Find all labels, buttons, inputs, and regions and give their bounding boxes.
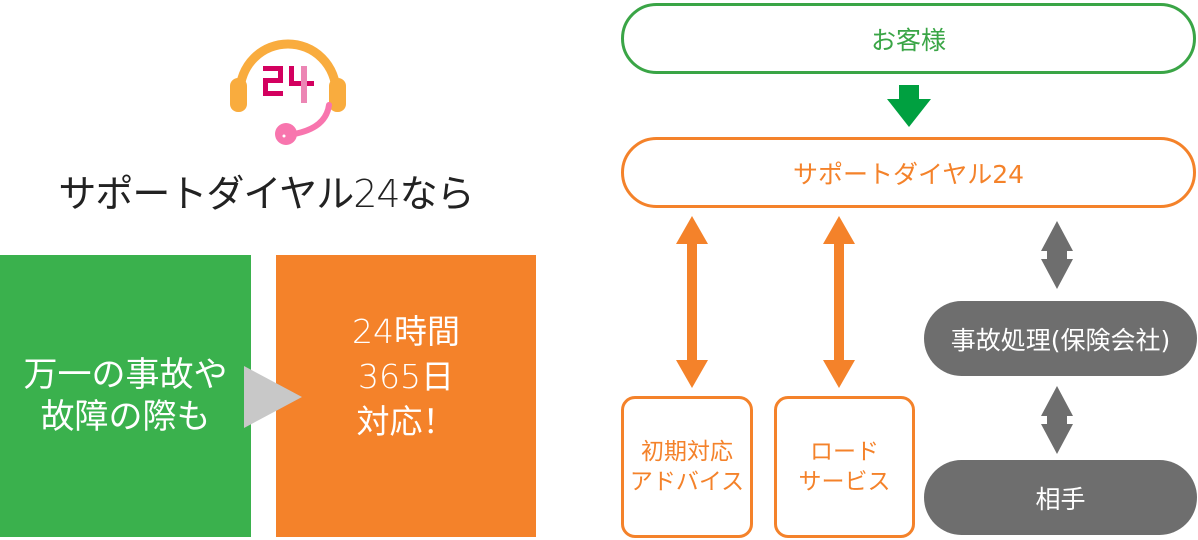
support-dial-label: サポートダイヤル24 (792, 159, 1025, 189)
counterparty-label: 相手 (1035, 484, 1086, 514)
headset-24-icon (230, 39, 346, 145)
accident-handling-label: 事故処理(保険会社) (950, 325, 1171, 355)
play-arrow-icon (244, 366, 302, 428)
service-label: ロード サービス (798, 439, 891, 495)
service-initial-advice: 初期対応 アドバイス (621, 396, 753, 538)
double-arrow-icon (1041, 221, 1073, 289)
double-arrow-icon (676, 216, 708, 388)
service-label: 初期対応 アドバイス (629, 439, 745, 495)
accident-handling-node: 事故処理(保険会社) (924, 301, 1197, 376)
solution-text: 24時間 365日 対応！ (352, 311, 460, 441)
problem-text: 万一の事故や 故障の際も (23, 355, 228, 437)
problem-box: 万一の事故や 故障の際も (0, 255, 251, 537)
double-arrow-icon (823, 216, 855, 388)
service-road-service: ロード サービス (774, 396, 915, 538)
headline: サポートダイヤル24なら (58, 172, 474, 216)
solution-box: 24時間 365日 対応！ (276, 255, 536, 537)
double-arrow-icon (1041, 386, 1073, 454)
customer-label: お客様 (870, 25, 946, 55)
customer-node: お客様 (621, 3, 1196, 74)
arrow-down-icon (887, 85, 931, 127)
counterparty-node: 相手 (924, 460, 1197, 535)
support-dial-node: サポートダイヤル24 (621, 137, 1196, 208)
